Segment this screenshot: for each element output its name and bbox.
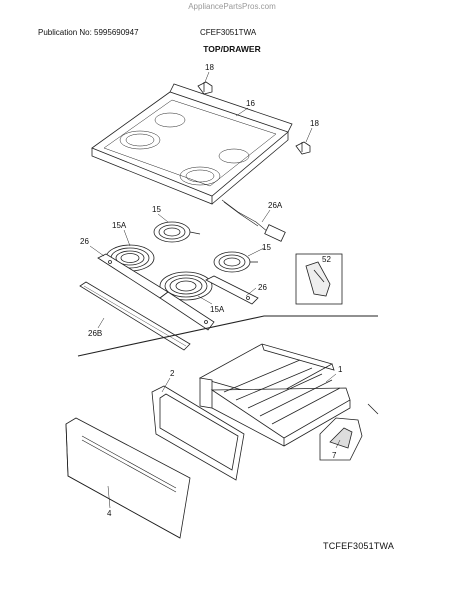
drawer-front-panel	[65, 417, 191, 539]
callout-26-right: 26	[258, 283, 267, 292]
callout-26A: 26A	[268, 201, 283, 210]
callout-18-right: 18	[310, 119, 319, 128]
callout-18-top: 18	[205, 63, 214, 72]
surface-element-large-center	[159, 271, 213, 301]
top-bracket-right	[295, 141, 311, 155]
surface-element-small-right	[213, 251, 258, 273]
callout-16: 16	[246, 99, 255, 108]
drawer-glide-part	[319, 403, 379, 461]
inset-part-52	[295, 253, 343, 305]
callout-26B: 26B	[88, 329, 102, 338]
surface-element-small-rear	[153, 221, 201, 243]
element-bracket-right	[205, 275, 259, 305]
callout-7: 7	[332, 451, 337, 460]
callout-labels: 18 16 18 26A 15 15A 26 15 52 26 15A 26B …	[80, 63, 343, 518]
drawer-front-frame	[151, 385, 245, 481]
leader-lines	[89, 71, 341, 509]
callout-15A-left: 15A	[112, 221, 127, 230]
site-watermark: AppliancePartsPros.com	[188, 2, 276, 11]
section-title: TOP/DRAWER	[203, 44, 261, 54]
cooktop-top-panel	[91, 83, 293, 242]
section-divider	[77, 315, 378, 357]
model-number: CFEF3051TWA	[200, 28, 257, 37]
callout-2: 2	[170, 369, 175, 378]
figure-code: TCFEF3051TWA	[323, 541, 395, 551]
callout-4: 4	[107, 509, 112, 518]
publication-number: Publication No: 5995690947	[38, 28, 139, 37]
callout-26-left: 26	[80, 237, 89, 246]
callout-15-rear: 15	[152, 205, 161, 214]
callout-1: 1	[338, 365, 343, 374]
callout-15A-center: 15A	[210, 305, 225, 314]
callout-15-right: 15	[262, 243, 271, 252]
top-bracket-left	[197, 81, 213, 95]
callout-52: 52	[322, 255, 331, 264]
drawer-body	[198, 343, 351, 447]
